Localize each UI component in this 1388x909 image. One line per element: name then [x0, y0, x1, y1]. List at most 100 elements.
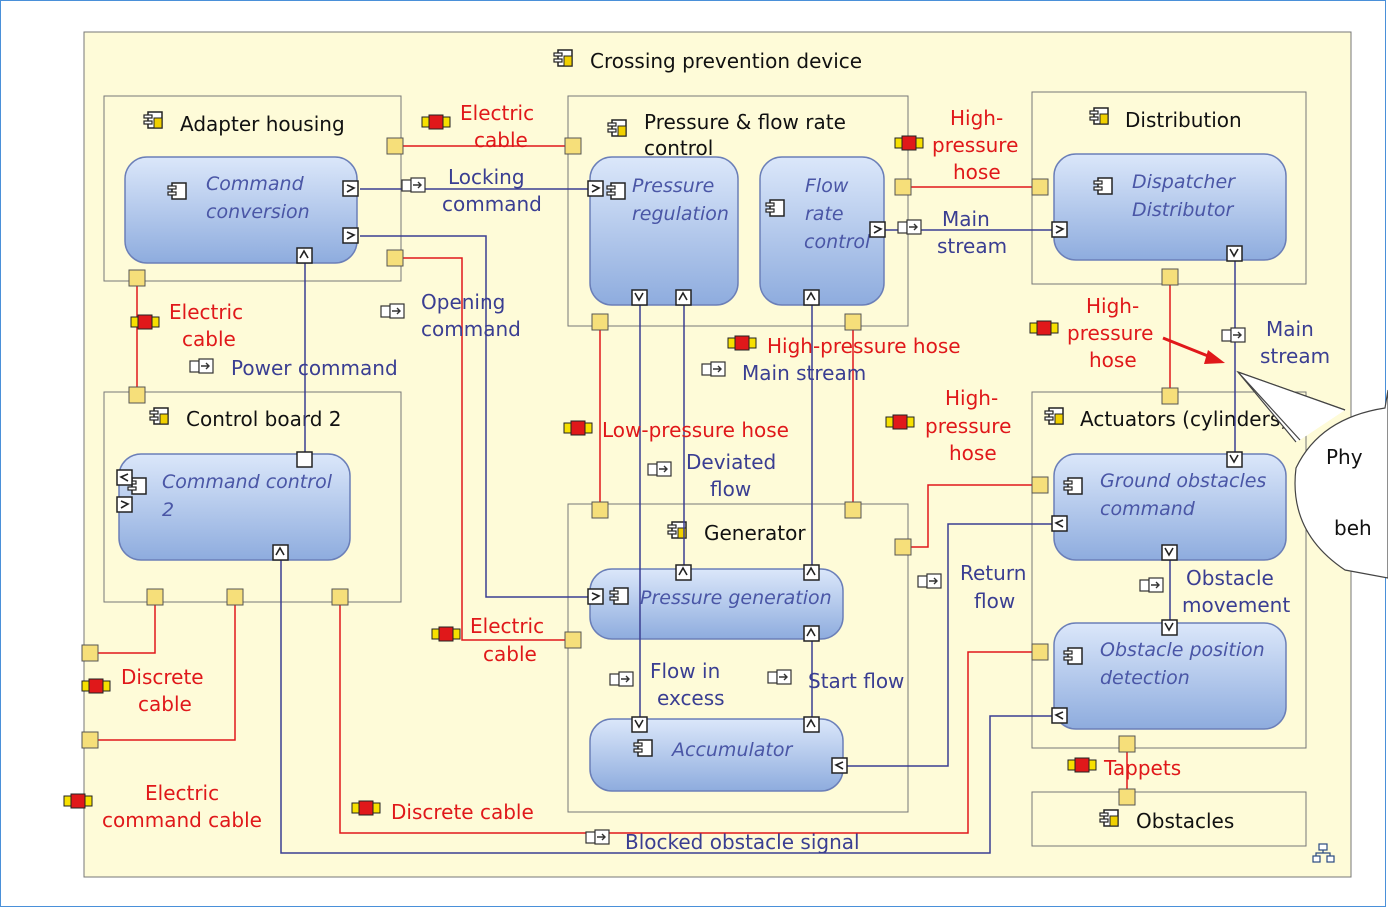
discrete-cable-1b: cable [138, 692, 192, 716]
obstacle-position-title-1: Obstacle position [1100, 639, 1265, 661]
power-command: Power command [231, 356, 398, 380]
cable-icon [431, 626, 461, 642]
lp-hose: Low-pressure hose [602, 418, 789, 442]
locking-command-1: Locking [448, 165, 525, 189]
pressure-generation-title: Pressure generation [640, 587, 832, 609]
generator-title: Generator [704, 521, 806, 545]
physical-links [90, 145, 1171, 834]
exchange-icon [609, 671, 634, 687]
exchange-icon [917, 573, 942, 589]
hp-hose-3a: High- [1086, 294, 1139, 318]
main-stream-3b: stream [1260, 344, 1330, 368]
flow-rate-title-1: Flow [805, 175, 849, 197]
hp-hose-1b: pressure [932, 133, 1018, 157]
exchange-icon [401, 177, 426, 193]
locking-command-2: command [442, 192, 542, 216]
exchange-icon [189, 358, 214, 374]
accumulator-box[interactable] [589, 718, 844, 792]
distribution-title: Distribution [1125, 108, 1242, 132]
control-board-title: Control board 2 [186, 407, 342, 431]
hp-hose-2: High-pressure hose [767, 334, 961, 358]
command-control-title-2: 2 [162, 499, 174, 521]
discrete-cable-2: Discrete cable [391, 800, 534, 824]
exchange-icon [1139, 577, 1164, 593]
electric-cable-2a: Electric [169, 300, 243, 324]
dispatcher-title-2: Distributor [1132, 199, 1235, 221]
exchange-icon [647, 461, 672, 477]
electric-cable-3b: cable [483, 642, 537, 666]
command-conversion-title-1: Command [206, 173, 305, 195]
pressure-flow-title-1: Pressure & flow rate [644, 110, 846, 134]
exchange-icon [1221, 327, 1246, 343]
accumulator-title: Accumulator [670, 739, 793, 761]
electric-command-cable-1: Electric [145, 781, 219, 805]
blocked-obstacle-signal: Blocked obstacle signal [625, 830, 860, 854]
ground-obstacles-title-2: command [1100, 498, 1196, 520]
opening-command-2: command [421, 317, 521, 341]
pointer-arrowhead [1204, 350, 1225, 364]
hose-icon [894, 135, 924, 151]
command-control-box[interactable] [118, 453, 351, 561]
electric-cable-3a: Electric [470, 614, 544, 638]
actuators-title: Actuators (cylinders) [1080, 407, 1288, 431]
flow-in-excess-2: excess [657, 686, 725, 710]
obstacle-position-title-2: detection [1100, 667, 1190, 689]
callout-text-2: beh [1334, 516, 1372, 540]
dispatcher-title-1: Dispatcher [1132, 171, 1236, 193]
flow-rate-title-3: control [804, 231, 871, 253]
exchange-icon [585, 829, 610, 845]
tappets: Tappets [1103, 756, 1181, 780]
functional-ports [116, 180, 1243, 774]
main-stream-1b: stream [937, 234, 1007, 258]
hose-icon [563, 420, 593, 436]
layout-icon[interactable] [1312, 843, 1335, 863]
hp-hose-4b: pressure [925, 414, 1011, 438]
hp-hose-3c: hose [1089, 348, 1137, 372]
ground-obstacles-title-1: Ground obstacles [1100, 470, 1266, 492]
electric-command-cable-2: command cable [102, 808, 262, 832]
start-flow: Start flow [808, 669, 904, 693]
hose-icon [727, 335, 757, 351]
exchange-icon [701, 361, 726, 377]
obstacles-box[interactable] [1031, 791, 1307, 847]
hose-icon [1029, 320, 1059, 336]
hp-hose-4a: High- [945, 386, 998, 410]
exchange-icon [380, 303, 405, 319]
cable-icon [81, 678, 111, 694]
electric-cable-1b: cable [474, 128, 528, 152]
hose-icon [885, 414, 915, 430]
electric-cable-1a: Electric [460, 101, 534, 125]
cable-icon [130, 314, 160, 330]
deviated-flow-1: Deviated [686, 450, 776, 474]
pressure-flow-title-2: control [644, 136, 713, 160]
flow-rate-title-2: rate [805, 203, 844, 225]
opening-command-1: Opening [421, 290, 505, 314]
functional-exchanges [280, 188, 1236, 854]
main-stream-2: Main stream [742, 361, 866, 385]
adapter-housing-title: Adapter housing [180, 112, 345, 136]
root-title: Crossing prevention device [590, 49, 862, 73]
command-control-title-1: Command control [162, 471, 333, 493]
cable-icon [1067, 757, 1097, 773]
cable-icon [421, 114, 451, 130]
cable-icon [351, 800, 381, 816]
flow-in-excess-1: Flow in [650, 659, 720, 683]
obstacle-movement-1: Obstacle [1186, 566, 1274, 590]
exchange-icon [767, 669, 792, 685]
exchange-icon [897, 219, 922, 235]
electric-cable-2b: cable [182, 327, 236, 351]
discrete-cable-1a: Discrete [121, 665, 204, 689]
physical-ports [81, 137, 1179, 806]
hp-hose-4c: hose [949, 441, 997, 465]
obstacle-movement-2: movement [1182, 593, 1290, 617]
pressure-regulation-title-2: regulation [632, 203, 729, 225]
cable-icon [63, 793, 93, 809]
hp-hose-1c: hose [953, 160, 1001, 184]
return-flow-1: Return [960, 561, 1026, 585]
pressure-regulation-box[interactable] [589, 156, 739, 306]
obstacles-title: Obstacles [1136, 809, 1234, 833]
callout-text-1: Phy [1326, 445, 1363, 469]
return-flow-2: flow [974, 589, 1015, 613]
main-stream-3a: Main [1266, 317, 1314, 341]
